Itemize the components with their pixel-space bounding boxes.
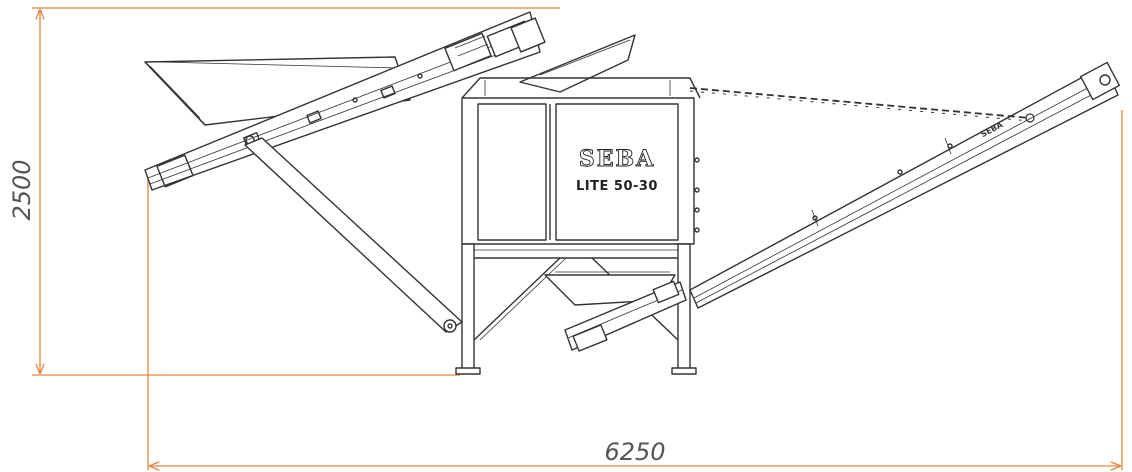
feed-conveyor bbox=[144, 11, 546, 191]
leg-left bbox=[461, 243, 475, 371]
screener-machine: SEBA bbox=[144, 11, 1121, 375]
support-chain bbox=[689, 87, 1035, 123]
length-label: 6250 bbox=[604, 438, 665, 466]
height-dimension bbox=[32, 7, 560, 376]
leg-right bbox=[677, 243, 691, 371]
left-door bbox=[477, 103, 547, 241]
right-door bbox=[555, 103, 679, 241]
support-strut bbox=[244, 137, 463, 333]
under-conveyor bbox=[564, 280, 687, 352]
foot-left bbox=[455, 367, 481, 375]
brand-label: SEBA bbox=[579, 146, 655, 172]
model-label: LITE 50-30 bbox=[576, 179, 658, 194]
foot-right bbox=[671, 367, 697, 375]
screen-box bbox=[461, 97, 695, 245]
height-label: 2500 bbox=[8, 159, 36, 220]
length-dimension bbox=[147, 110, 1123, 470]
stockpile-conveyor: SEBA bbox=[689, 61, 1121, 309]
